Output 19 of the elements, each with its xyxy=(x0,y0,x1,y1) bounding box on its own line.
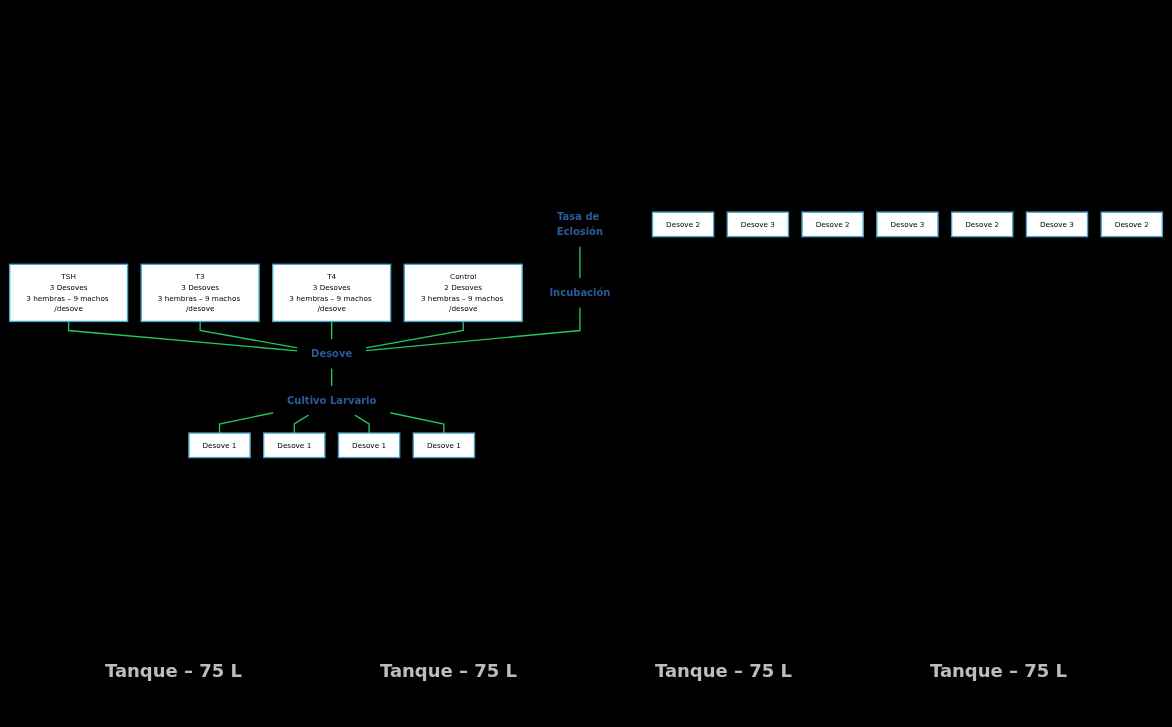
tank-label: Tanque – 75 L xyxy=(104,660,243,681)
node-text: Incubación xyxy=(549,287,611,299)
connector xyxy=(365,320,464,349)
connector xyxy=(353,414,370,434)
node-text: Cultivo Larvario xyxy=(287,394,377,407)
connector xyxy=(218,412,275,434)
connector xyxy=(331,320,333,341)
connector xyxy=(579,245,581,280)
tank-label: Tanque – 75 L xyxy=(654,660,793,681)
connector xyxy=(293,414,310,434)
connector xyxy=(331,367,333,387)
tank-label: Tanque – 75 L xyxy=(379,660,518,681)
node-text: Tasa de Eclosión xyxy=(556,211,604,238)
connector xyxy=(199,320,299,349)
tank-label: Tanque – 75 L xyxy=(929,660,1068,681)
node-text: Desove xyxy=(311,348,353,360)
connector xyxy=(365,306,581,352)
connector xyxy=(389,412,445,434)
connector xyxy=(67,320,299,352)
